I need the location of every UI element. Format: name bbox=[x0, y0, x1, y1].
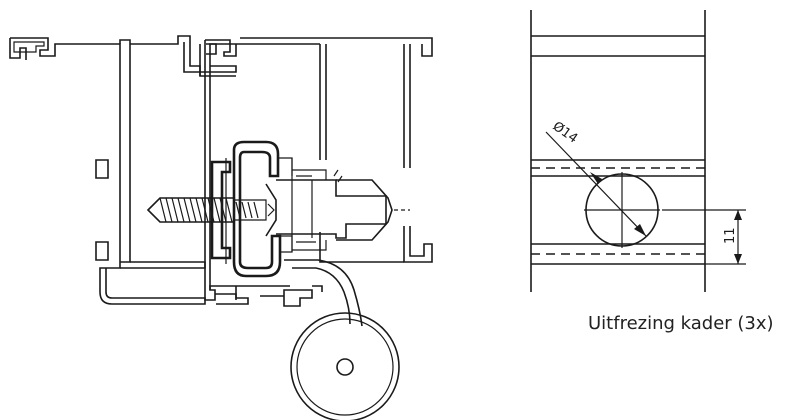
screw bbox=[146, 183, 277, 237]
hinge-wheel bbox=[290, 312, 400, 420]
lower-slot bbox=[216, 285, 323, 307]
top-web bbox=[130, 35, 237, 77]
height-label: 11 bbox=[723, 227, 738, 244]
hinge-arm bbox=[284, 259, 363, 327]
diameter-dimension bbox=[545, 131, 647, 237]
hinge-pin bbox=[276, 169, 410, 251]
hinge-cap bbox=[210, 140, 293, 278]
milling-detail: Ø14 11 bbox=[530, 10, 746, 292]
diameter-label: Ø14 bbox=[550, 119, 581, 147]
detail-caption: Uitfrezing kader (3x) bbox=[588, 313, 774, 334]
left-frame-profile bbox=[9, 37, 206, 305]
profile-section bbox=[9, 35, 433, 420]
right-sash-profile bbox=[204, 37, 433, 301]
height-dimension bbox=[662, 209, 746, 265]
